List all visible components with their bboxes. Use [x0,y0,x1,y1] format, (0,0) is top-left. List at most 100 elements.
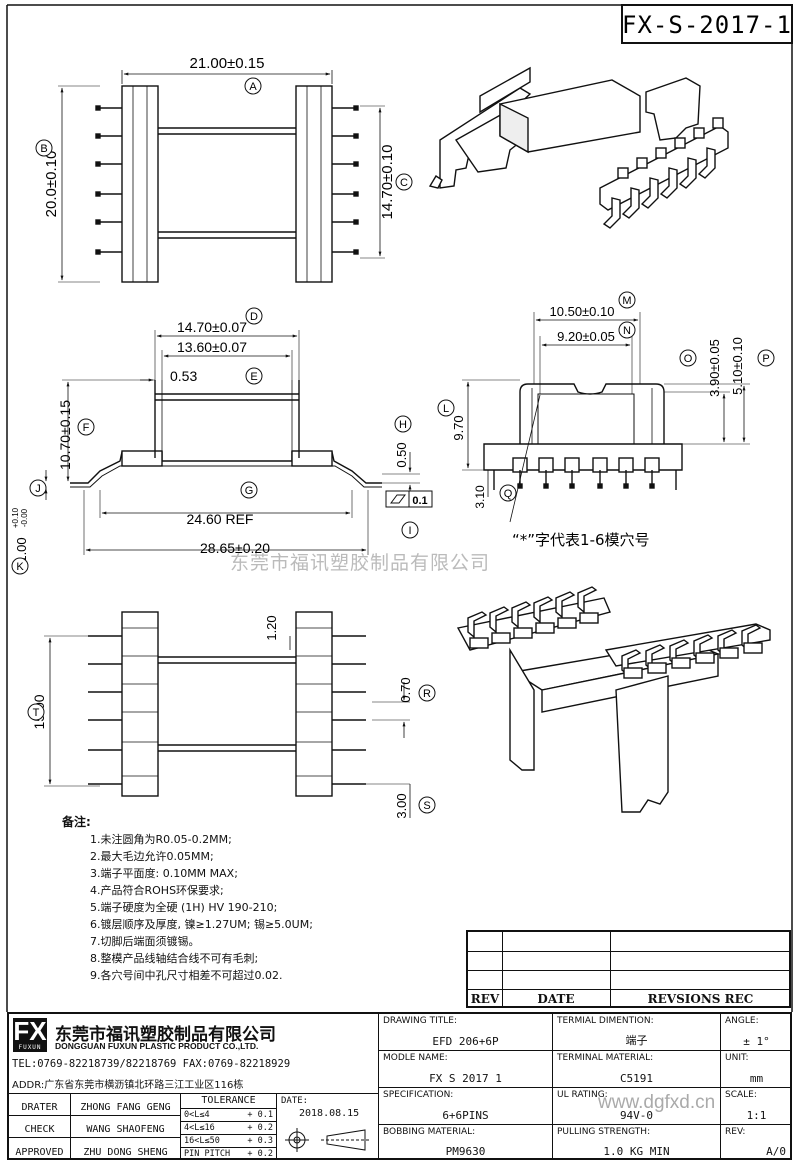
approved-name: ZHU DONG SHENG [83,1147,168,1158]
svg-text:3.10: 3.10 [473,485,487,509]
tolerance-row: 4<L≤16+ 0.2 [181,1121,276,1135]
front-view [70,380,382,488]
pin-block [579,612,599,624]
pin-tip [353,219,359,225]
pin-block [535,622,555,634]
pin-block [557,617,577,629]
top-view-pins [95,105,359,255]
watermark-url: www.dgfxd.cn [598,1092,716,1113]
iso-view-bottom [456,586,771,813]
pin-seat [538,457,554,473]
pin-tip [569,483,575,489]
svg-text:3.90±0.05: 3.90±0.05 [707,339,722,397]
balloon-t: T [27,703,45,721]
notes-lines: 1.未注圆角为R0.05-0.2MM;2.最大毛边允许0.05MM;3.端子平面… [62,831,313,984]
company-logo-sub: FUXUN [18,1044,42,1051]
svg-text:28.65±0.20: 28.65±0.20 [200,540,270,556]
company-addr: ADDR:广东省东莞市横沥镇北环路三江工业区116栋 [12,1080,244,1091]
unit: mm [749,1072,764,1085]
pin-tip [623,483,629,489]
svg-text:0.1: 0.1 [412,495,427,507]
dim-a: 21.00±0.15 [121,55,333,84]
balloon-f: F [77,418,95,436]
balloon-n: N [618,321,636,339]
note-line: 5.端子硬度为全硬 (1H) HV 190-210; [90,901,278,914]
svg-text:5.10±0.10: 5.10±0.10 [730,337,745,395]
tolerance-value: + 0.3 [247,1136,273,1146]
balloon-h: H [394,415,412,433]
svg-text:K: K [16,561,24,573]
pin-seat [592,457,608,473]
pin-tip [95,105,101,111]
svg-text:B: B [40,143,47,155]
dim-g: 24.60 REF [99,490,353,527]
watermark-company: 东莞市福讯塑胶制品有限公司 [230,552,491,574]
iso-top-pins [428,117,724,229]
pin-block [491,632,511,644]
revision-table: REV DATE REVSIONS REC [466,930,791,1008]
dim-q: 1.20 [264,615,291,650]
pin [511,601,532,629]
svg-text:F: F [83,422,90,434]
drater-label: DRATER [21,1102,58,1113]
rec-col-header: REVSIONS REC [647,992,754,1006]
svg-text:9.70: 9.70 [451,415,466,440]
pin-tip [517,483,523,489]
tolerance-range: PIN PITCH [184,1149,231,1159]
pin-note-leader [509,394,541,523]
ul-rating: 94V-0 [619,1109,654,1122]
pin-block [719,647,739,659]
svg-text:13.60±0.07: 13.60±0.07 [177,339,247,355]
unit-label: UNIT: [725,1053,749,1063]
pin [467,611,488,639]
projection-symbol [285,1128,371,1152]
balloon-j: J [29,479,47,497]
specification: 6+6PINS [442,1109,489,1122]
pin-tip [543,483,549,489]
pin-block [636,157,648,169]
pin-tip [353,105,359,111]
model-name-label: MODLE NAME: [383,1053,448,1063]
svg-text:C: C [400,177,408,189]
balloon-q: Q [499,484,517,502]
balloon-d: D [245,307,263,325]
svg-text:T: T [33,707,40,719]
pin [533,596,554,624]
svg-text:M: M [622,295,631,307]
terminal-material: C5191 [619,1072,654,1085]
pin-block [617,167,629,179]
tolerance-value: + 0.1 [247,1110,273,1120]
svg-text:20.0±0.10: 20.0±0.10 [43,151,60,218]
svg-text:9.20±0.05: 9.20±0.05 [557,329,615,344]
pin-block [623,667,643,679]
svg-text:-0.00: -0.00 [20,508,29,527]
svg-text:21.00±0.15: 21.00±0.15 [190,55,265,72]
drawing-number: FX-S-2017-1 [622,11,792,39]
svg-text:S: S [423,800,430,812]
drawing-title: EFD 206+6P [432,1035,499,1048]
pin-seat [644,457,660,473]
dim-h: 28.65±0.20 [83,490,369,556]
pulling-strength: 1.0 KG MIN [603,1145,670,1158]
pin-note: “*”字代表1-6模穴号 [512,531,650,549]
svg-text:14.70±0.10: 14.70±0.10 [379,145,396,220]
note-line: 7.切脚后端面须镀锡。 [90,935,200,948]
svg-text:P: P [762,353,769,365]
pin-tip [353,161,359,167]
flatness-symbol: 0.1 [385,490,433,508]
pulling-strength-label: PULLING STRENGTH: [557,1127,651,1137]
pin [659,167,678,199]
note-line: 3.端子平面度: 0.10MM MAX; [90,867,238,880]
svg-text:H: H [399,419,407,431]
balloon-l: L [437,399,455,417]
svg-text:O: O [684,353,693,365]
iso-view-top [428,66,729,229]
pin [577,586,598,614]
svg-text:N: N [623,325,631,337]
pin-block [693,127,705,139]
side-view [483,383,683,490]
bottom-view [88,611,366,797]
pin-block [647,662,667,674]
balloon-m: M [618,291,636,309]
